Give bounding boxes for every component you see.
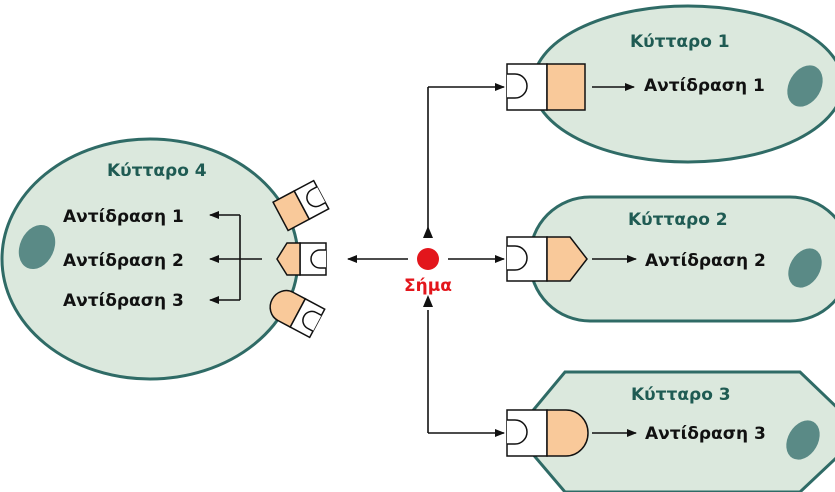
cell-3-receptor: [507, 410, 588, 456]
cell-2: Κύτταρο 2 Αντίδραση 2: [507, 197, 835, 321]
cell-4-response-2: Αντίδραση 2: [63, 251, 184, 271]
cell-2-title: Κύτταρο 2: [628, 210, 728, 230]
cell-3: Κύτταρο 3 Αντίδραση 3: [507, 372, 835, 492]
cell-1-receptor: [507, 64, 585, 110]
signal-dot: [417, 248, 439, 270]
cell-2-response: Αντίδραση 2: [645, 251, 766, 271]
signal-label: Σήμα: [404, 276, 452, 296]
cell-3-title: Κύτταρο 3: [631, 385, 731, 405]
cell-3-receptor-ligand: [547, 410, 588, 456]
cell-1: Κύτταρο 1 Αντίδραση 1: [507, 6, 835, 162]
cell-2-receptor: [507, 237, 587, 281]
cell-1-response: Αντίδραση 1: [644, 76, 765, 96]
cell-1-receptor-ligand: [547, 64, 585, 110]
cell-4-title: Κύτταρο 4: [107, 161, 207, 181]
signal: Σήμα: [404, 248, 452, 296]
cell-4: Κύτταρο 4 Αντίδραση 1 Αντίδραση 2 Αντίδρ…: [2, 139, 329, 379]
cell-4-response-1: Αντίδραση 1: [63, 207, 184, 227]
cell-1-title: Κύτταρο 1: [630, 32, 730, 52]
cell-4-response-3: Αντίδραση 3: [63, 291, 184, 311]
cell-3-response: Αντίδραση 3: [645, 424, 766, 444]
